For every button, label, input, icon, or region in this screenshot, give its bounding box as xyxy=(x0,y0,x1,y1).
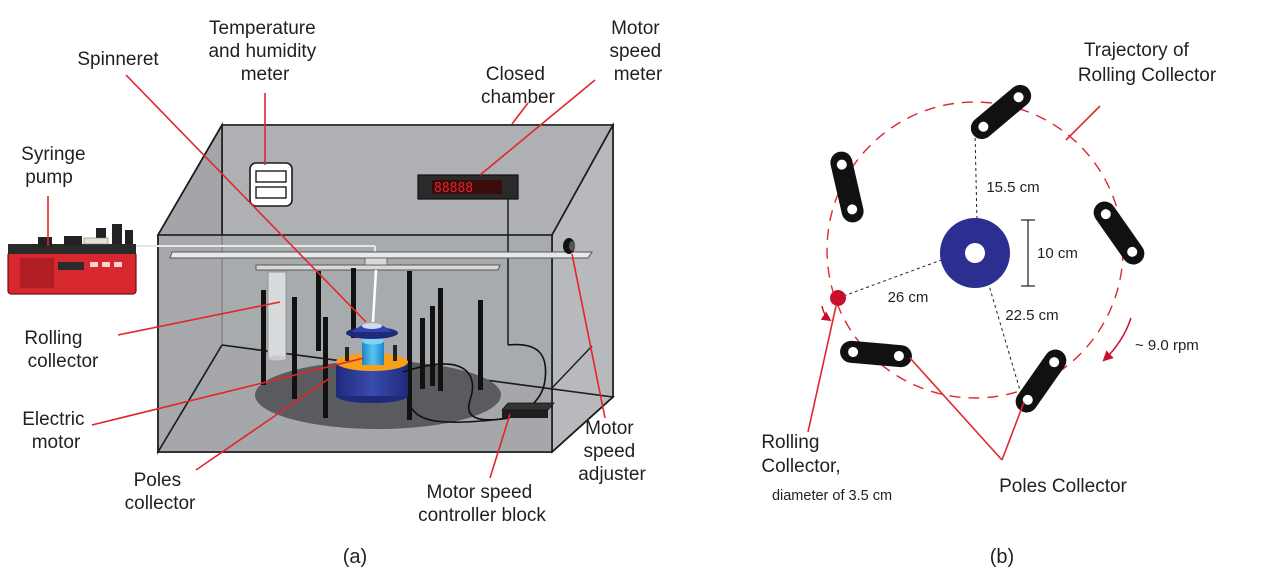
spinneret-head xyxy=(346,323,398,339)
temperature-humidity-meter xyxy=(249,162,293,207)
dim-top-pole-distance: 15.5 cm xyxy=(986,179,1039,196)
pole-pair-bottom-left xyxy=(840,340,912,368)
panel-a: 88888 xyxy=(7,18,666,568)
electric-motor-assembly xyxy=(336,337,408,403)
dim-rolling-radius: 26 cm xyxy=(888,289,929,306)
label-electric-motor: Electric motor xyxy=(22,409,90,453)
label-closed-chamber: Closed chamber xyxy=(481,64,556,108)
label-trajectory: Trajectory of Rolling Collector xyxy=(1078,40,1217,86)
caption-b: (b) xyxy=(990,546,1014,568)
center-spinneret-disk xyxy=(940,218,1010,288)
diameter-dimension-bar xyxy=(1021,219,1035,287)
pole-pair-bottom-right xyxy=(1015,349,1067,413)
label-spinneret: Spinneret xyxy=(77,49,159,70)
label-rolling-collector-diameter: diameter of 3.5 cm xyxy=(772,488,892,504)
motor-speed-adjuster-knob xyxy=(563,238,575,254)
pole-pair-right xyxy=(1093,201,1145,265)
dim-rotation-speed: ~ 9.0 rpm xyxy=(1135,337,1199,354)
caption-a: (a) xyxy=(343,546,367,568)
rolling-collector-dot xyxy=(830,290,846,306)
dim-center-diameter: 10 cm xyxy=(1037,245,1078,262)
pole-pair-top xyxy=(970,84,1032,140)
label-poles-collector: Poles collector xyxy=(125,470,196,514)
label-syringe-pump: Syringe pump xyxy=(21,144,91,188)
syringe-pump xyxy=(7,224,137,295)
rotation-arrow xyxy=(1102,317,1132,362)
panel-b: 15.5 cm 10 cm 26 cm 22.5 cm ~ 9.0 rpm Tr… xyxy=(761,40,1217,568)
rolling-collector-cylinder xyxy=(267,271,287,361)
pole-pair-top-left xyxy=(830,151,864,223)
label-motor-speed-adjuster: Motor speed adjuster xyxy=(578,418,646,485)
svg-text:88888: 88888 xyxy=(434,181,473,196)
label-motor-speed-controller: Motor speed controller block xyxy=(418,482,546,526)
label-motor-speed-meter: Motor speed meter xyxy=(609,18,666,85)
label-poles-collector-b: Poles Collector xyxy=(999,476,1127,497)
label-rolling-collector: Rolling collector xyxy=(24,328,99,372)
motor-speed-meter-display: 88888 xyxy=(417,174,519,345)
label-temperature-meter: Temperature and humidity meter xyxy=(208,18,321,85)
label-rolling-collector-b: Rolling Collector, xyxy=(761,432,840,477)
motor-speed-controller-block xyxy=(501,402,555,418)
dim-bottom-pole-distance: 22.5 cm xyxy=(1005,307,1058,324)
